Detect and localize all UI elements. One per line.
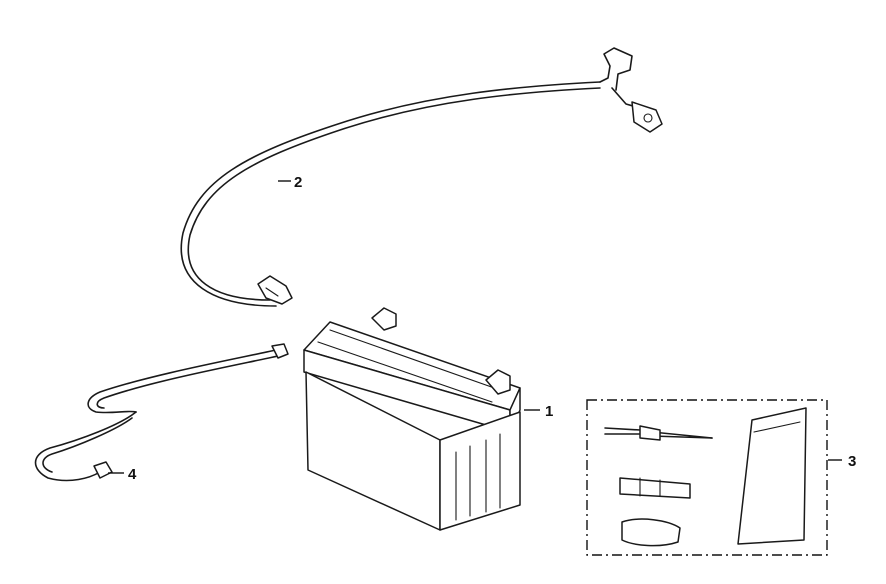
callout-3: 3: [848, 453, 856, 470]
negative-cable: [34, 343, 289, 482]
screwdriver-icon: [639, 425, 661, 441]
callout-1: 1: [545, 403, 553, 420]
positive-cable: [180, 47, 663, 307]
grip-icon: [621, 518, 681, 547]
ground-terminal-icon: [93, 461, 113, 479]
cable-clip-icon: [257, 275, 293, 305]
ring-terminal-icon: [631, 101, 663, 133]
tool-kit: [586, 399, 828, 556]
wrench-icon: [619, 477, 691, 499]
battery-terminal-icon: [485, 369, 511, 395]
battery: [303, 307, 521, 531]
small-terminal-icon: [271, 343, 289, 359]
callout-4: 4: [128, 466, 137, 483]
tool-bag-icon: [737, 407, 807, 545]
callout-2: 2: [294, 174, 302, 191]
battery-terminal-icon: [371, 307, 397, 331]
